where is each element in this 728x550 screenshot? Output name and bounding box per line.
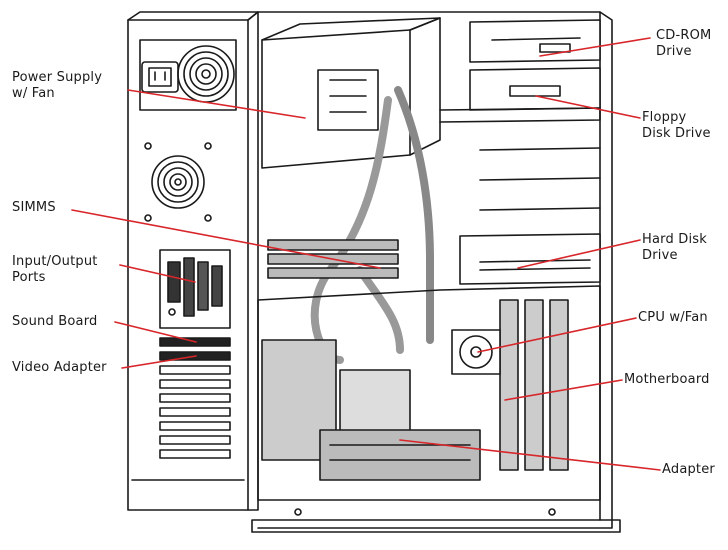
- leader-floppy: [535, 95, 641, 119]
- label-io-ports-line2: Ports: [12, 270, 46, 285]
- expansion-cards: [499, 299, 569, 471]
- label-sound-board: Sound Board: [12, 314, 97, 330]
- leader-video-adapter: [121, 355, 197, 369]
- leader-power-supply: [127, 89, 306, 119]
- label-simms-line1: SIMMS: [12, 200, 56, 215]
- label-video-adapter: Video Adapter: [12, 360, 107, 376]
- leader-hard-disk: [517, 239, 641, 269]
- case-fan-grille-icon: [144, 142, 212, 222]
- label-floppy-line1: Floppy: [642, 110, 687, 125]
- leader-lines: [71, 37, 661, 471]
- cpu-fan-icon: [451, 329, 501, 375]
- label-floppy-line2: Disk Drive: [642, 126, 711, 141]
- label-cpu-line1: CPU w/Fan: [638, 310, 708, 325]
- label-power-supply-line2: w/ Fan: [12, 86, 55, 101]
- label-adapter-line1: Adapter: [662, 462, 715, 477]
- leader-cpu: [477, 317, 637, 353]
- label-motherboard: Motherboard: [624, 372, 710, 388]
- leader-cdrom: [539, 37, 651, 57]
- label-cpu: CPU w/Fan: [638, 310, 708, 326]
- label-adapter: Adapter: [662, 462, 715, 478]
- label-cdrom: CD-ROM Drive: [656, 28, 711, 60]
- label-video-adapter-line1: Video Adapter: [12, 360, 107, 375]
- motherboard-board: [257, 285, 601, 501]
- label-simms: SIMMS: [12, 200, 56, 216]
- label-hard-disk-line2: Drive: [642, 248, 678, 263]
- label-floppy: Floppy Disk Drive: [642, 110, 711, 142]
- label-io-ports: Input/Output Ports: [12, 254, 98, 286]
- label-cdrom-line1: CD-ROM: [656, 28, 712, 43]
- label-power-supply-line1: Power Supply: [12, 70, 103, 85]
- label-sound-board-line1: Sound Board: [12, 314, 98, 329]
- power-supply-unit: [261, 17, 441, 169]
- label-cdrom-line2: Drive: [656, 44, 692, 59]
- leader-io-ports: [119, 264, 196, 283]
- leader-sound-board: [114, 321, 197, 343]
- label-hard-disk-line1: Hard Disk: [642, 232, 707, 247]
- drive-bays: [439, 19, 601, 285]
- label-power-supply: Power Supply w/ Fan: [12, 70, 102, 102]
- leader-adapter: [399, 439, 661, 471]
- leader-simms: [71, 209, 381, 269]
- io-port-block: [159, 249, 231, 329]
- label-io-ports-line1: Input/Output: [12, 254, 98, 269]
- label-hard-disk: Hard Disk Drive: [642, 232, 707, 264]
- leader-motherboard: [504, 379, 623, 401]
- label-motherboard-line1: Motherboard: [624, 372, 710, 387]
